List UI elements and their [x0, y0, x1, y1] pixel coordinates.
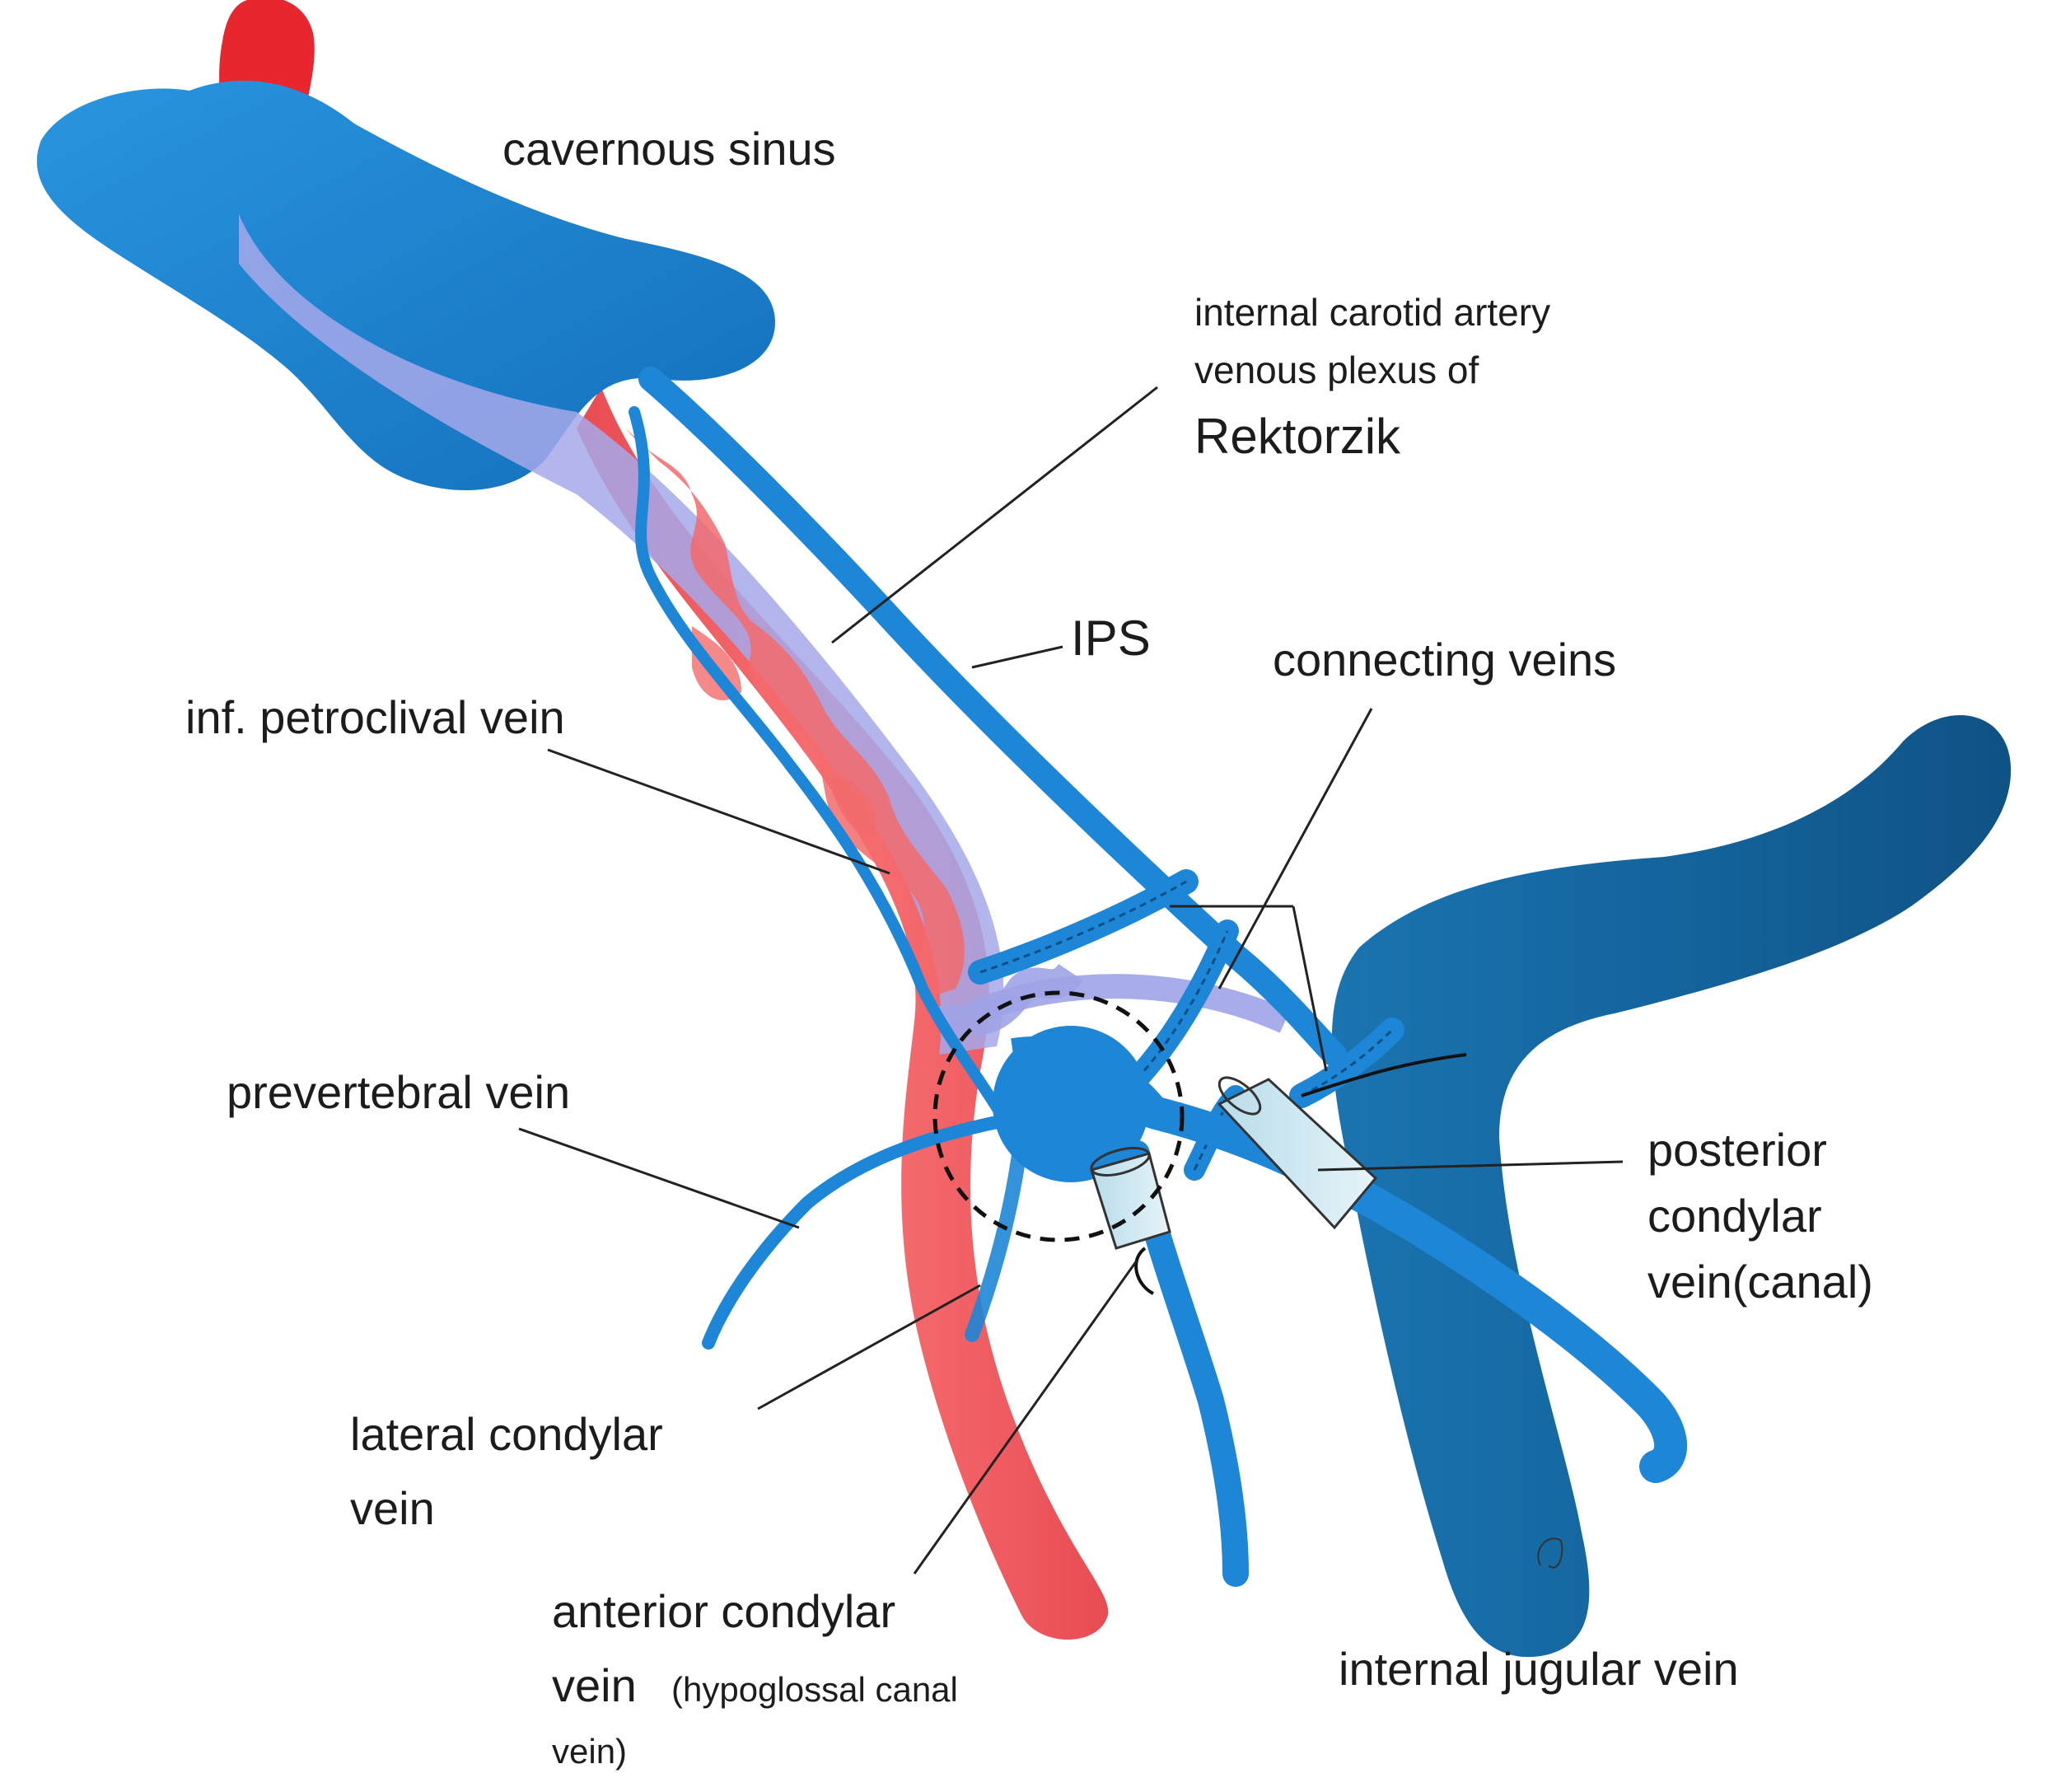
- prevertebral-vein-shape: [702, 1114, 1012, 1350]
- label-internal-jugular-vein: internal jugular vein: [1339, 1643, 1739, 1695]
- anterior-condylar-canal-shape: [1090, 1147, 1171, 1295]
- posterior-condylar-vein-shape: [1137, 1053, 1687, 1483]
- leader-connecting-c: [1292, 905, 1328, 1072]
- leader-connecting-a: [1217, 708, 1373, 990]
- label-ica-line1: internal carotid artery: [1194, 291, 1550, 334]
- leader-lateral-condylar: [757, 1284, 981, 1411]
- label-posterior-condylar-2: condylar: [1647, 1190, 1822, 1242]
- label-connecting-veins: connecting veins: [1273, 634, 1616, 685]
- labels: cavernous sinus internal carotid artery …: [185, 123, 1873, 1771]
- label-posterior-condylar-1: posterior: [1647, 1124, 1827, 1176]
- label-anterior-condylar-1: anterior condylar: [552, 1585, 895, 1637]
- anterior-condylar-confluence-shape: [993, 1026, 1166, 1182]
- label-anterior-condylar-2: vein: [552, 1659, 637, 1711]
- label-lateral-condylar-1: lateral condylar: [350, 1408, 663, 1460]
- label-ica-line2: venous plexus of: [1194, 349, 1479, 391]
- label-inf-petroclival-vein: inf. petroclival vein: [185, 691, 565, 743]
- leader-posterior-condylar: [1317, 1160, 1624, 1172]
- connecting-veins-shape: [968, 869, 1404, 1108]
- artist-signature: [1537, 1537, 1563, 1569]
- lateral-condylar-vein-shape: [965, 1130, 1029, 1342]
- confluence-dashed-circle: [932, 990, 1185, 1242]
- leader-anterior-condylar: [913, 1260, 1138, 1574]
- leader-rektorzik: [831, 386, 1158, 644]
- leader-lines: [518, 386, 1624, 1574]
- inf-petroclival-vein-shape: [629, 406, 1011, 1126]
- label-anterior-condylar-4: vein): [552, 1732, 627, 1771]
- label-cavernous-sinus: cavernous sinus: [502, 123, 836, 175]
- label-lateral-condylar-2: vein: [350, 1482, 435, 1534]
- leader-ips: [971, 645, 1063, 669]
- label-ips: IPS: [1071, 611, 1151, 666]
- label-posterior-condylar-3: vein(canal): [1647, 1256, 1873, 1308]
- internal-jugular-vein-shape: [1331, 714, 2012, 1658]
- ips-vessel-shape: [638, 367, 1347, 1067]
- label-rektorzik: Rektorzik: [1194, 409, 1401, 464]
- cavernous-sinus-shape: [36, 80, 775, 490]
- label-anterior-condylar-3: (hypoglossal canal: [671, 1670, 958, 1709]
- posterior-condylar-canal-shape: [1217, 1076, 1378, 1230]
- leader-prevertebral: [518, 1127, 800, 1229]
- leader-inf-petroclival: [547, 748, 890, 875]
- anterior-condylar-vein-shape: [1090, 1085, 1249, 1587]
- label-prevertebral-vein: prevertebral vein: [227, 1066, 570, 1118]
